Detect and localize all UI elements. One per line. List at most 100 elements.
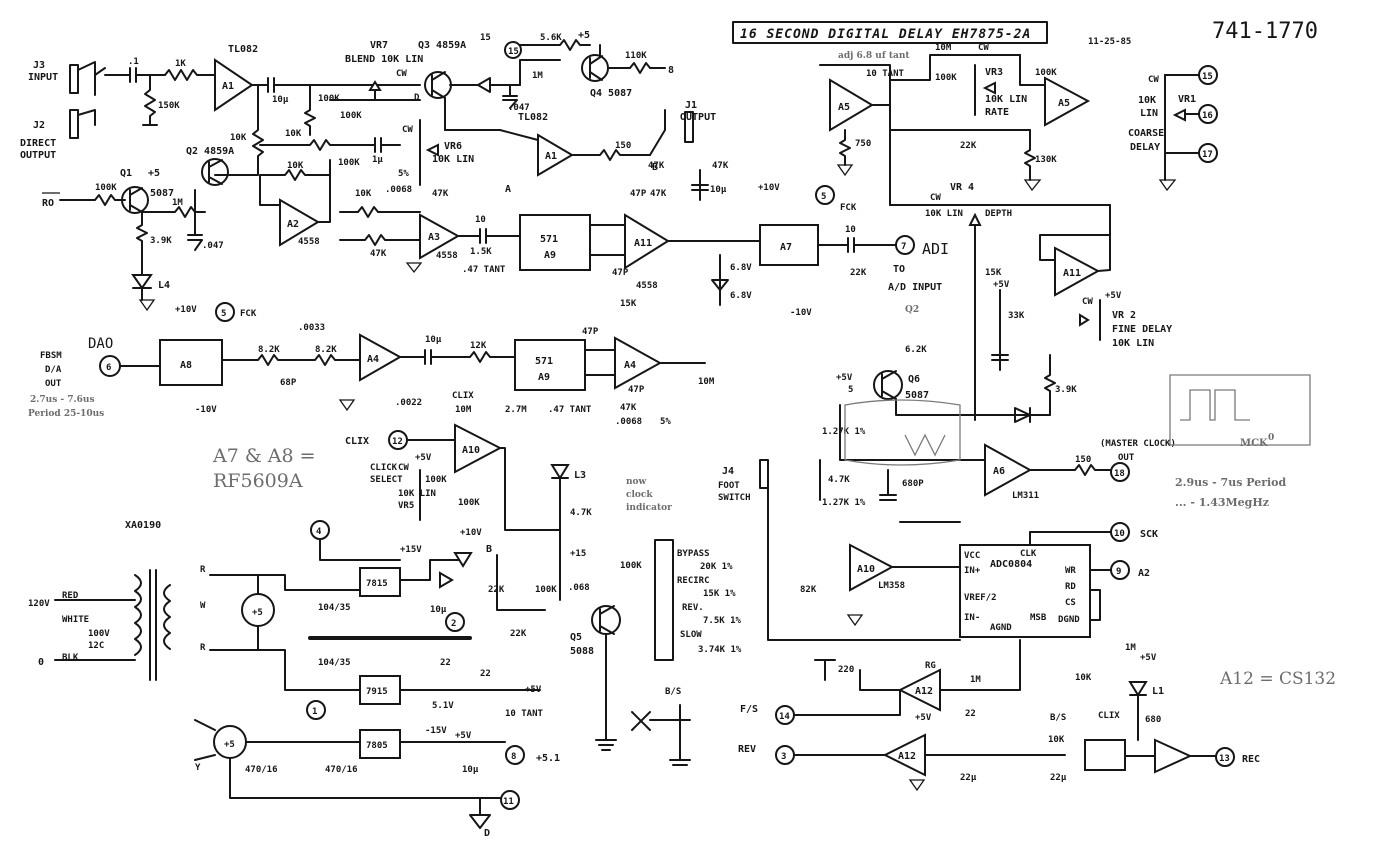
r100k-a5: 100K: [935, 73, 957, 83]
primary-voltage: 120V: [28, 599, 50, 609]
node-17-label: 17: [1202, 150, 1213, 160]
c047-a: .047: [508, 103, 530, 113]
pot-vr7-blend: VR7 BLEND 10K LIN CW: [329, 40, 423, 101]
vr6-label: VR6: [444, 141, 462, 152]
r10k-b: 10K: [1048, 735, 1065, 745]
adc-label: ADC0804: [990, 559, 1032, 570]
c47p-c: 47P: [582, 327, 599, 337]
a8-minus10v: -10V: [195, 405, 217, 415]
vr1-sub2: LIN: [1140, 108, 1158, 119]
a10b-label: A10: [857, 564, 875, 575]
sw-r7p5k: 7.5K 1%: [703, 616, 742, 626]
q5-type: 5088: [570, 646, 594, 657]
sel-note: B/S: [1050, 713, 1066, 723]
a2-label: A2: [287, 219, 299, 230]
q6-label: Q6: [908, 374, 920, 385]
r22k-a5: 22K: [960, 141, 977, 151]
c10u-label: 10μ: [272, 95, 289, 105]
cut-mark: [631, 711, 651, 731]
l3-label: L3: [574, 470, 586, 481]
sw-slow: SLOW: [680, 630, 702, 640]
a12-note: A12 = CS132: [1219, 669, 1336, 689]
r2p7m: 2.7M: [505, 405, 527, 415]
c47p-a: 47P: [630, 189, 647, 199]
a10-label: A10: [462, 445, 480, 456]
opamp-a10: A10: [454, 423, 503, 474]
c0022: .0022: [395, 398, 422, 408]
pct5-b: 5%: [660, 417, 671, 427]
opamp-a1: A1 TL082: [214, 44, 258, 112]
opamp-a5a: A5: [829, 78, 874, 132]
c47tant-a: .47 TANT: [462, 265, 506, 275]
node-16-label: 16: [1202, 111, 1213, 121]
r22k-b: 22K: [488, 585, 505, 595]
a12b-label: A12: [898, 751, 916, 762]
node-5-a8-label: 5: [221, 309, 226, 319]
adc-wr: WR: [1065, 566, 1076, 576]
q5-plus15: +15: [570, 549, 586, 559]
fck-top: FCK: [840, 203, 857, 213]
title-box: [732, 21, 1048, 44]
r127k-b: 1.27K 1%: [822, 498, 866, 508]
r100k-q5: 100K: [620, 561, 642, 571]
vr2-cw: CW: [1082, 297, 1093, 307]
pencil-loop: [844, 399, 961, 466]
r1m-l1: 1M: [1125, 643, 1136, 653]
q1-label: Q1: [120, 168, 132, 179]
c104-b: 104/35: [318, 658, 351, 668]
vr5-plus5v: +5V: [415, 453, 432, 463]
opamp-a11a: A11 4558: [624, 213, 670, 291]
node-15: [504, 41, 522, 59]
j3-label: J3: [33, 60, 45, 71]
regulator-7915: 7915: [359, 675, 401, 705]
a8-label: A8: [180, 360, 192, 371]
vr7-label: VR7: [370, 40, 388, 51]
flipflop-a12: [1084, 739, 1126, 771]
vr2-label: VR 2: [1112, 310, 1136, 321]
reg-7805: 7805: [366, 741, 388, 751]
c22-ps: 22: [440, 658, 451, 668]
sheet-date: 11-25-85: [1088, 37, 1131, 47]
transistor-q1: Q1 5087: [120, 168, 174, 214]
r680: 680: [1145, 715, 1161, 725]
node-15-top: 15: [480, 33, 491, 43]
a1-type: TL082: [228, 44, 258, 55]
fck-a8: FCK: [240, 309, 257, 319]
r100k-vr5: 100K: [425, 475, 447, 485]
node-1-label: 1: [312, 707, 317, 717]
c10-a: 10: [475, 215, 486, 225]
r22k-c: 22K: [510, 629, 527, 639]
c680p-a: 680P: [902, 479, 924, 489]
mode-switch-network: BYPASS 20K 1% RECIRC 15K 1% REV. 7.5K 1%…: [654, 539, 742, 661]
wire-white: WHITE: [62, 615, 89, 625]
mck-note-2: ... - 1.43MegHz: [1175, 496, 1269, 509]
ic-a9-571-top: 571 A9: [519, 214, 591, 271]
r8p2k-a: 8.2K: [258, 345, 280, 355]
opamp-a5b: A5: [1044, 76, 1091, 127]
node-14-label: 14: [779, 712, 790, 722]
power-transformer: [134, 569, 171, 681]
r47k-a: 47K: [432, 189, 449, 199]
r150k-label: 150K: [158, 101, 180, 111]
vr4-cw: CW: [930, 193, 941, 203]
j2-sublabel-2: OUTPUT: [20, 150, 56, 161]
rf-note: RF5609A: [213, 470, 303, 492]
opamp-a4a: A4: [359, 333, 403, 382]
dao-note-1: 2.7us - 7.6us: [30, 395, 95, 405]
regulator-7815: 7815: [359, 567, 401, 597]
rail-minus15v: -15V: [425, 726, 447, 736]
j1-sub: OUTPUT: [680, 112, 716, 123]
r47k-b: 47K: [370, 249, 387, 259]
fs-label: F/S: [740, 704, 758, 715]
sig-a: A: [505, 184, 511, 195]
node-15r-label: 15: [1202, 72, 1213, 82]
a12b-plus5v: +5V: [915, 713, 932, 723]
part-number: 741-1770: [1212, 19, 1318, 44]
a10-plus10v: +10V: [460, 528, 482, 538]
c-input: .1: [128, 57, 139, 67]
c10p-a7: 10: [845, 225, 856, 235]
ps-plus5v-b: +5V: [455, 731, 472, 741]
sw-r20k: 20K 1%: [700, 562, 733, 572]
c470-b: 470/16: [325, 765, 358, 775]
